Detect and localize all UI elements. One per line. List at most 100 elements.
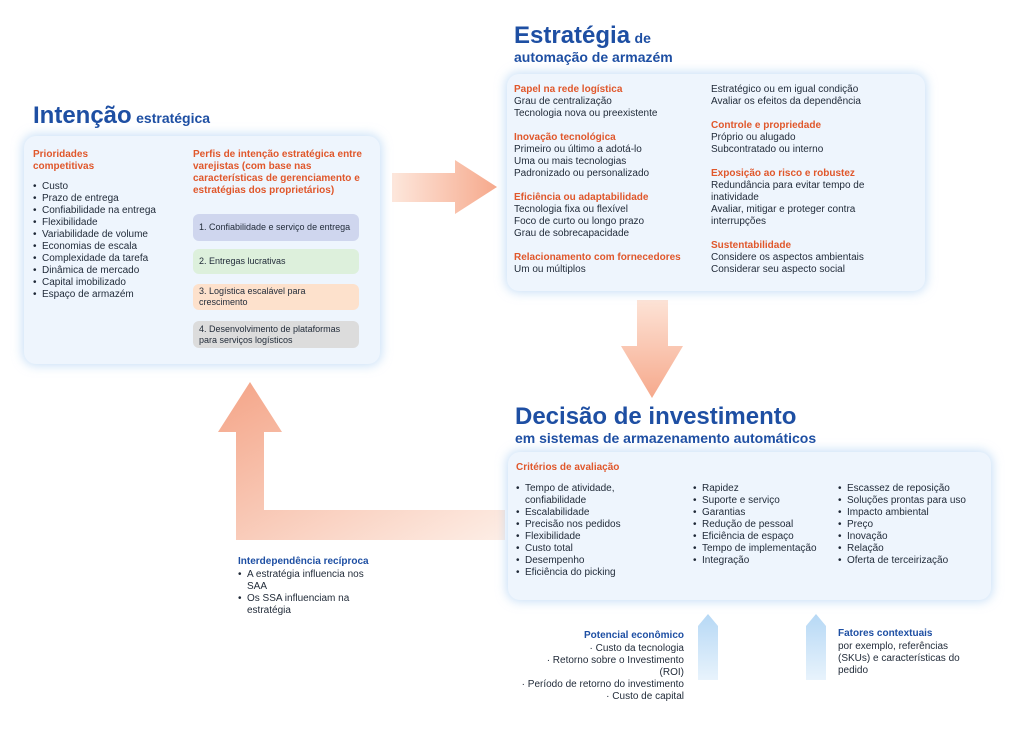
profile-label: 4. Desenvolvimento de plataformas para s… (199, 323, 341, 345)
decision-subtitle: em sistemas de armazenamento automáticos (515, 430, 817, 446)
criteria-item: Suporte e serviço (693, 495, 833, 507)
profile-label: 3. Logística escalável para crescimento (199, 286, 306, 307)
arrow-intention-to-strategy (392, 160, 497, 214)
priority-item: Economias de escala (33, 241, 183, 253)
priority-item: Dinâmica de mercado (33, 265, 183, 277)
strategy-group-heading: Controle e propriedade (711, 120, 822, 131)
criteria-item: Escalabilidade (516, 507, 676, 519)
strategy-item: Subcontratado ou interno (711, 144, 824, 155)
strategy-item: Foco de curto ou longo prazo (514, 216, 645, 227)
strategy-item: Estratégico ou em igual condição (711, 84, 859, 95)
criteria-column-1: Tempo de atividade, confiabilidadeEscala… (516, 483, 676, 579)
criteria-item: Redução de pessoal (693, 519, 833, 531)
strategy-item: Avaliar, mitigar e proteger contra inter… (711, 204, 856, 227)
priority-item: Capital imobilizado (33, 277, 183, 289)
economic-item: · Custo da tecnologia (589, 643, 684, 654)
priority-item: Prazo de entrega (33, 193, 183, 205)
strategy-item: Grau de sobrecapacidade (514, 228, 630, 239)
criteria-heading: Critérios de avaliação (516, 462, 620, 473)
strategy-group-heading: Inovação tecnológica (514, 132, 616, 143)
profile-card-4: 4. Desenvolvimento de plataformas para s… (193, 321, 359, 348)
criteria-item: Precisão nos pedidos (516, 519, 676, 531)
criteria-item: Preço (838, 519, 983, 531)
economic-item: · Custo de capital (606, 691, 684, 702)
interdependence-item: A estratégia influencia nos SAA (238, 569, 373, 593)
interdependence-list: A estratégia influencia nos SAAOs SSA in… (238, 569, 373, 617)
strategy-item: Avaliar os efeitos da dependência (711, 96, 861, 107)
criteria-item: Tempo de implementação (693, 543, 833, 555)
strategy-item: Redundância para evitar tempo de inativi… (711, 180, 865, 203)
strategy-item: Considere os aspectos ambientais (711, 252, 864, 263)
priority-item: Variabilidade de volume (33, 229, 183, 241)
criteria-item: Oferta de terceirização (838, 555, 983, 567)
criteria-item: Garantias (693, 507, 833, 519)
criteria-item: Tempo de atividade, confiabilidade (516, 483, 676, 507)
economic-list: · Custo da tecnologia· Retorno sobre o I… (520, 643, 684, 703)
strategy-item: Grau de centralização (514, 96, 612, 107)
strategy-item: Uma ou mais tecnologias (514, 156, 627, 167)
strategy-group-heading: Eficiência ou adaptabilidade (514, 192, 649, 203)
economic-heading: Potencial econômico (583, 630, 684, 641)
criteria-item: Custo total (516, 543, 676, 555)
priorities-heading: Prioridades competitivas (33, 149, 95, 172)
strategy-title: Estratégia de (514, 23, 651, 49)
contextual-text: por exemplo, referências (SKUs) e caract… (838, 641, 960, 676)
contextual-heading: Fatores contextuais (838, 628, 933, 639)
profile-label: 1. Confiabilidade e serviço de entrega (199, 222, 351, 232)
strategy-title-big: Estratégia (514, 22, 631, 49)
priority-item: Complexidade da tarefa (33, 253, 183, 265)
strategy-item: Tecnologia nova ou preexistente (514, 108, 658, 119)
criteria-item: Rapidez (693, 483, 833, 495)
strategy-item: Considerar seu aspecto social (711, 264, 845, 275)
strategy-group-heading: Exposição ao risco e robustez (711, 168, 855, 179)
priority-item: Custo (33, 181, 183, 193)
criteria-item: Escassez de reposição (838, 483, 983, 495)
decision-title: Decisão de investimento (515, 403, 797, 430)
strategy-group-heading: Sustentabilidade (711, 240, 792, 251)
criteria-item: Eficiência de espaço (693, 531, 833, 543)
profiles-heading: Perfis de intenção estratégica entre var… (193, 149, 362, 196)
priority-item: Confiabilidade na entrega (33, 205, 183, 217)
criteria-item: Desempenho (516, 555, 676, 567)
strategy-title-small: de (634, 30, 651, 46)
intention-title-big: Intenção (33, 102, 132, 129)
arrow-decision-to-intention (218, 382, 505, 540)
profile-card-2: 2. Entregas lucrativas (193, 249, 359, 274)
strategy-group-heading: Relacionamento com fornecedores (514, 252, 681, 263)
strategy-item: Próprio ou alugado (711, 132, 796, 143)
criteria-item: Inovação (838, 531, 983, 543)
interdependence-heading: Interdependência recíproca (238, 556, 369, 567)
arrow-strategy-to-decision (621, 300, 683, 398)
criteria-item: Eficiência do picking (516, 567, 676, 579)
strategy-panel (507, 74, 925, 291)
profile-card-1: 1. Confiabilidade e serviço de entrega (193, 214, 359, 241)
criteria-item: Flexibilidade (516, 531, 676, 543)
strategy-item: Primeiro ou último a adotá-lo (514, 144, 642, 155)
criteria-item: Impacto ambiental (838, 507, 983, 519)
strategy-group-heading: Papel na rede logística (514, 84, 623, 95)
criteria-column-2: RapidezSuporte e serviçoGarantiasRedução… (693, 483, 833, 567)
intention-title: Intenção estratégica (33, 103, 210, 129)
priorities-list: CustoPrazo de entregaConfiabilidade na e… (33, 181, 183, 301)
criteria-item: Integração (693, 555, 833, 567)
criteria-item: Soluções prontas para uso (838, 495, 983, 507)
intention-title-small: estratégica (136, 110, 211, 126)
arrow-contextual-up (806, 614, 826, 680)
criteria-item: Relação (838, 543, 983, 555)
priority-item: Flexibilidade (33, 217, 183, 229)
profile-card-3: 3. Logística escalável para crescimento (193, 284, 359, 310)
strategy-item: Tecnologia fixa ou flexível (514, 204, 628, 215)
profile-label: 2. Entregas lucrativas (199, 256, 286, 266)
strategy-item: Um ou múltiplos (514, 264, 586, 275)
interdependence-item: Os SSA influenciam na estratégia (238, 593, 373, 617)
strategy-item: Padronizado ou personalizado (514, 168, 650, 179)
criteria-column-3: Escassez de reposiçãoSoluções prontas pa… (838, 483, 983, 567)
economic-item: · Período de retorno do investimento (521, 679, 684, 690)
priority-item: Espaço de armazém (33, 289, 183, 301)
arrow-economic-up (698, 614, 718, 680)
strategy-subtitle: automação de armazém (514, 49, 673, 65)
economic-item: · Retorno sobre o Investimento (ROI) (546, 655, 684, 678)
